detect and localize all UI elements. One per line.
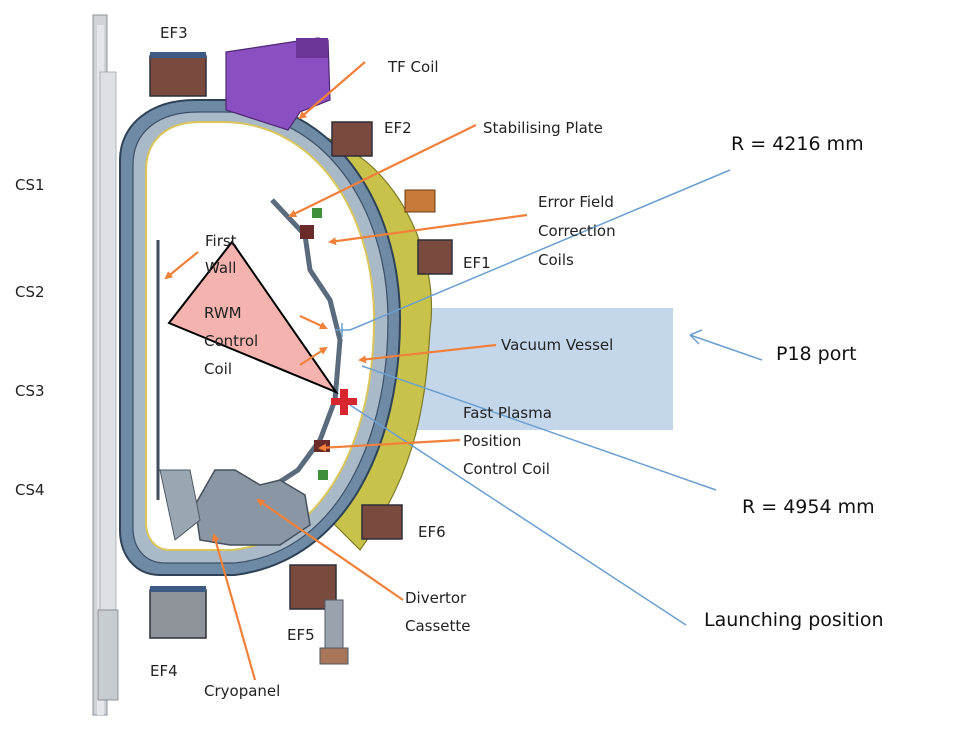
rwm-label-2: Control (204, 332, 258, 350)
rwm-label-1: RWM (204, 304, 242, 322)
cryopanel-label: Cryopanel (204, 682, 280, 700)
ef6-label: EF6 (418, 523, 446, 541)
port-arrow (689, 329, 763, 361)
error-field-label-1: Error Field (538, 193, 614, 211)
component-pointer-arrows (164, 61, 528, 681)
rwm-label-3: Coil (204, 360, 232, 378)
lower-support-foot (319, 647, 349, 665)
ef3-label: EF3 (160, 24, 188, 42)
cs1-label: CS1 (15, 176, 45, 194)
cs2-label: CS2 (15, 283, 45, 301)
lower-support (324, 599, 344, 651)
tf-coil-top (296, 38, 328, 58)
p18-port-label: P18 port (776, 343, 857, 365)
divertor-label-2: Cassette (405, 617, 471, 635)
central-column (92, 14, 119, 716)
fast-plasma-label-3: Control Coil (463, 460, 550, 478)
inner-radius-tick (335, 323, 350, 337)
error-field-label-2: Correction (538, 222, 616, 240)
ef2-label: EF2 (384, 119, 412, 137)
divertor-label-1: Divertor (405, 589, 467, 607)
ef4-label: EF4 (150, 662, 178, 680)
vacuum-vessel-label: Vacuum Vessel (501, 336, 613, 354)
r-outer-label: R = 4954 mm (742, 496, 875, 518)
ef5-label: EF5 (287, 626, 315, 644)
fast-plasma-label-1: Fast Plasma (463, 404, 552, 422)
first-wall-label-2: Wall (205, 259, 236, 277)
tf-coil-label: TF Coil (387, 58, 439, 76)
divertor-cassette (194, 469, 311, 546)
fast-plasma-label-2: Position (463, 432, 521, 450)
stabilising-plate-label: Stabilising Plate (483, 119, 603, 137)
error-field-label-3: Coils (538, 251, 574, 269)
first-wall-label-1: First (205, 232, 237, 250)
launching-position-marker (331, 389, 357, 415)
ef-coil-blocks (149, 52, 453, 639)
ef1-label: EF1 (463, 254, 491, 272)
radius-guide-lines (349, 169, 731, 626)
r-inner-label: R = 4216 mm (731, 133, 864, 155)
launching-position-label: Launching position (704, 609, 883, 631)
cs3-label: CS3 (15, 382, 45, 400)
cs4-label: CS4 (15, 481, 45, 499)
rwm-triangle (167, 240, 339, 395)
